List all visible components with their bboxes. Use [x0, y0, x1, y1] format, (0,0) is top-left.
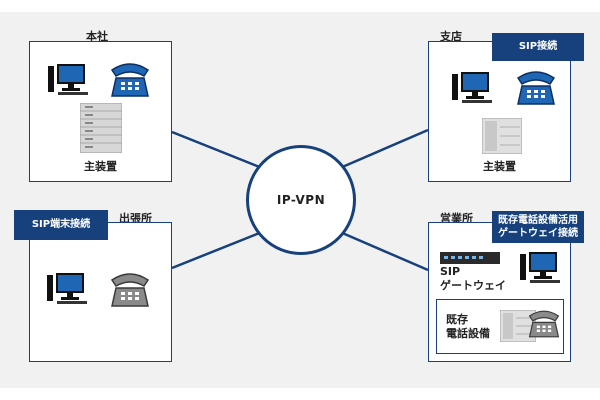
- desktop-pc-icon: [47, 273, 87, 304]
- badge-line-1: 既存電話設備活用: [498, 215, 578, 226]
- branch-title: 支店: [440, 30, 462, 43]
- headquarters-equipment-label: 主装置: [84, 160, 117, 173]
- existing-label-line-2: 電話設備: [446, 327, 490, 340]
- sip-connection-badge: SIP接続: [492, 33, 584, 61]
- gateway-label-line-1: SIP: [440, 265, 461, 278]
- branch-box: [428, 41, 571, 182]
- telephone-icon: [516, 71, 556, 105]
- link-headquarters: [171, 130, 263, 170]
- sip-terminal-connection-badge: SIP端末接続: [14, 210, 108, 240]
- badge-line-2: ゲートウェイ接続: [498, 228, 578, 239]
- link-sales-office: [339, 230, 429, 272]
- gateway-connection-badge: 既存電話設備活用 ゲートウェイ接続: [492, 211, 584, 243]
- hub-label: IP-VPN: [276, 193, 326, 207]
- field-office-title: 出張所: [119, 212, 152, 225]
- sip-gateway-label: SIP ゲートウェイ: [440, 265, 506, 293]
- pbx-main-unit-icon: [482, 118, 522, 154]
- gateway-label-line-2: ゲートウェイ: [440, 279, 506, 292]
- ip-vpn-hub: IP-VPN: [246, 145, 356, 255]
- existing-equipment-label: 既存 電話設備: [446, 313, 490, 341]
- sales-office-title: 営業所: [440, 212, 473, 225]
- desktop-pc-icon: [48, 64, 88, 95]
- headquarters-title: 本社: [86, 30, 108, 43]
- link-field-office: [171, 230, 263, 270]
- link-branch: [339, 128, 429, 170]
- telephone-icon: [110, 273, 150, 307]
- telephone-icon: [110, 63, 150, 97]
- branch-equipment-label: 主装置: [483, 160, 516, 173]
- telephone-icon: [528, 310, 560, 338]
- pbx-main-unit-icon: [80, 103, 122, 153]
- sip-gateway-device-icon: [440, 252, 500, 264]
- desktop-pc-icon: [452, 72, 492, 103]
- desktop-pc-icon: [520, 252, 560, 283]
- existing-label-line-1: 既存: [446, 313, 468, 326]
